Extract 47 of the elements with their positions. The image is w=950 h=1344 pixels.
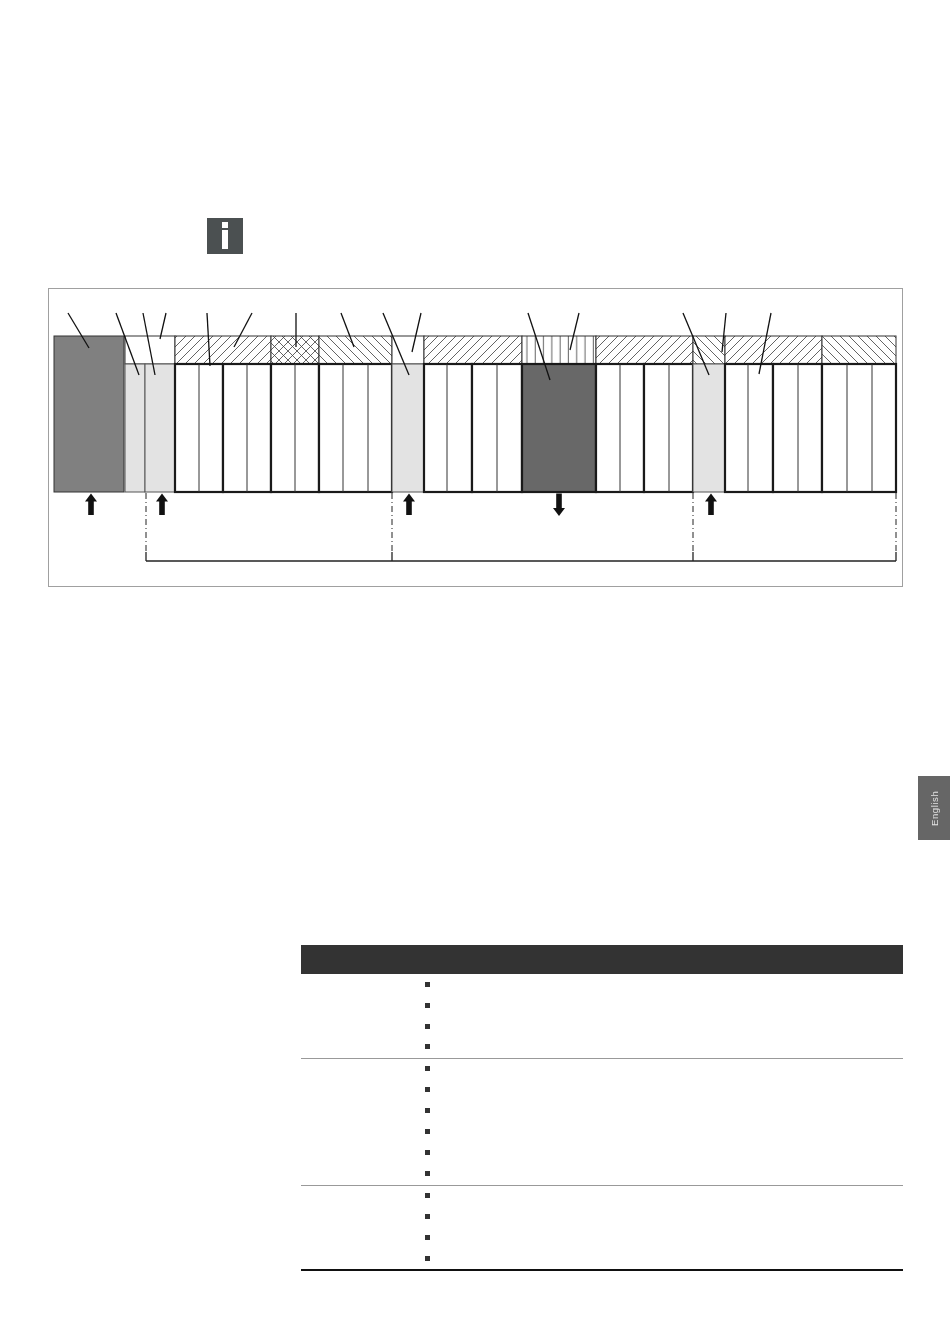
hatched-strip	[692, 335, 726, 365]
module	[594, 362, 646, 494]
leader-line	[721, 312, 727, 353]
leader-line	[682, 312, 710, 376]
module	[391, 363, 425, 493]
leader-line	[159, 312, 167, 340]
leader-line	[569, 312, 580, 351]
cross-hatched-strip	[270, 335, 320, 365]
module	[692, 363, 726, 493]
leader-line	[233, 312, 253, 348]
module	[173, 362, 225, 494]
module	[124, 363, 146, 493]
block-arrow	[705, 493, 717, 515]
leader-line	[340, 312, 355, 348]
module	[642, 362, 695, 494]
hatched-strip	[318, 335, 393, 365]
hatched-strip	[724, 335, 823, 365]
module	[317, 362, 394, 494]
hatched-strip	[821, 335, 897, 365]
leader-line	[67, 312, 90, 349]
block-arrow	[403, 493, 415, 515]
blank-strip	[391, 335, 425, 365]
striped-strip	[521, 335, 597, 365]
leader-line	[382, 312, 410, 376]
block-arrow	[85, 493, 97, 515]
leader-line	[295, 312, 297, 348]
hatched-strip	[595, 335, 694, 365]
blank-strip	[124, 335, 176, 365]
module	[269, 362, 321, 494]
module	[520, 362, 598, 494]
block-arrow	[553, 493, 565, 516]
language-tab: English	[918, 776, 950, 840]
hatched-strip	[174, 335, 272, 365]
module	[771, 362, 824, 494]
leader-line	[411, 312, 422, 353]
leader-line	[142, 312, 156, 376]
block-arrow	[156, 493, 168, 515]
hatched-strip	[423, 335, 523, 365]
leader-line	[115, 312, 140, 376]
module	[221, 362, 273, 494]
module	[470, 362, 524, 494]
leader-line	[758, 312, 772, 375]
module	[723, 362, 775, 494]
module	[422, 362, 474, 494]
module	[144, 363, 176, 493]
module	[53, 335, 125, 493]
module	[820, 362, 898, 494]
